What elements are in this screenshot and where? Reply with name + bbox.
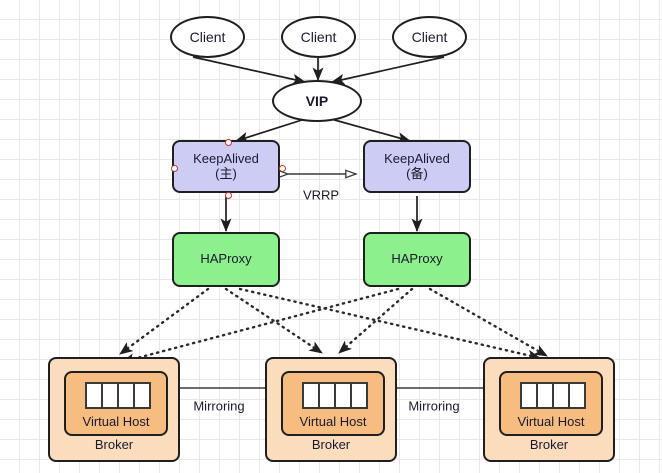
mirroring-edge-label-left: Mirroring (193, 398, 245, 414)
edge-haproxy1-to-broker2 (224, 287, 324, 355)
edge-client1-to-vip (192, 56, 306, 85)
virtual-host-label: Virtual Host (517, 414, 585, 430)
edge-haproxy1-to-broker3 (238, 287, 542, 361)
haproxy-label: HAProxy (200, 251, 252, 267)
keepalived-role-label: (备) (406, 165, 428, 181)
edge-vip-to-keepalived-primary (235, 118, 306, 143)
keepalived-label: KeepAlived (384, 150, 450, 166)
keepalived-primary-node[interactable]: KeepAlived (主) (170, 138, 286, 199)
queue-cell (352, 384, 366, 407)
queue-cell (103, 384, 119, 407)
connection-point-bottom[interactable] (224, 191, 232, 199)
queue-cell (87, 384, 103, 407)
haproxy-label: HAProxy (391, 251, 443, 267)
queue-cell (336, 384, 352, 407)
queue-cell (135, 384, 149, 407)
keepalived-role-label: (主) (215, 165, 237, 181)
mirroring-edge-label-right: Mirroring (408, 398, 460, 414)
broker-label: Broker (94, 437, 134, 453)
queue-cell (522, 384, 538, 407)
keepalived-backup-node[interactable]: KeepAlived (备) (363, 140, 471, 193)
queue-cell (538, 384, 554, 407)
queue-icon (302, 382, 368, 409)
client-label: Client (300, 28, 337, 45)
virtual-host-label: Virtual Host (299, 414, 367, 430)
connection-point-right[interactable] (278, 165, 286, 172)
client-node-3[interactable]: Client (392, 16, 467, 58)
edge-haproxy1-to-broker1 (118, 287, 210, 356)
edge-haproxy2-to-broker3 (428, 287, 549, 358)
virtual-host-label: Virtual Host (82, 414, 150, 430)
client-label: Client (189, 28, 226, 45)
broker-node-2[interactable]: Virtual Host Broker (265, 357, 397, 462)
virtual-host-container[interactable]: Virtual Host (281, 371, 385, 436)
client-node-1[interactable]: Client (170, 16, 245, 58)
broker-label: Broker (311, 437, 351, 453)
connection-point-top[interactable] (224, 138, 232, 146)
queue-cell (320, 384, 336, 407)
virtual-host-container[interactable]: Virtual Host (499, 371, 603, 436)
edge-vip-to-keepalived-backup (330, 118, 411, 143)
haproxy-node-2[interactable]: HAProxy (363, 232, 471, 287)
client-label: Client (411, 28, 448, 45)
vip-node[interactable]: VIP (272, 80, 362, 122)
queue-icon (520, 382, 586, 409)
broker-label: Broker (529, 437, 569, 453)
virtual-host-container[interactable]: Virtual Host (64, 371, 168, 436)
broker-node-1[interactable]: Virtual Host Broker (48, 357, 180, 462)
edge-haproxy2-to-broker2 (337, 287, 414, 355)
queue-cell (119, 384, 135, 407)
queue-cell (570, 384, 584, 407)
haproxy-node-1[interactable]: HAProxy (172, 232, 280, 287)
queue-cell (304, 384, 320, 407)
broker-node-3[interactable]: Virtual Host Broker (483, 357, 615, 462)
queue-cell (554, 384, 570, 407)
vip-label: VIP (305, 92, 329, 109)
queue-icon (85, 382, 151, 409)
client-node-2[interactable]: Client (281, 16, 356, 58)
keepalived-label: KeepAlived (193, 150, 259, 166)
edge-haproxy2-to-broker1 (120, 287, 400, 365)
connection-point-left[interactable] (170, 165, 178, 172)
edge-client3-to-vip (331, 56, 445, 85)
vrrp-edge-label: VRRP (302, 187, 340, 203)
